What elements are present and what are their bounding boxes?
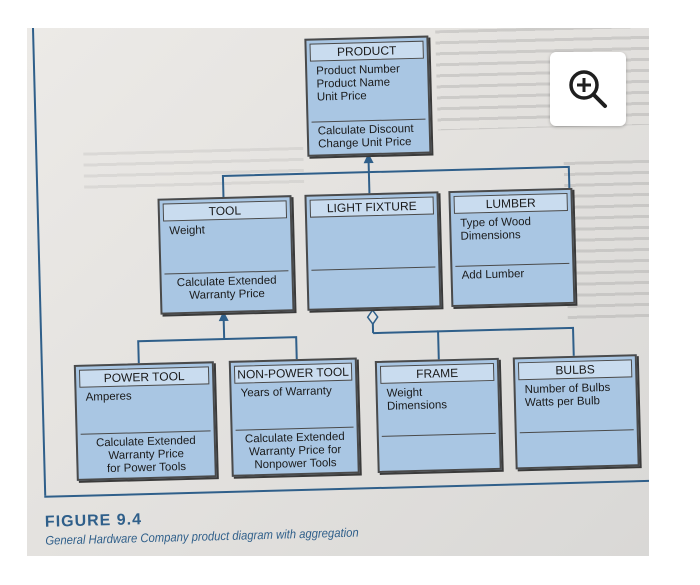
frame-attribute: Dimensions (386, 399, 448, 413)
bulbs-class-box: BULBS Number of Bulbs Watts per Bulb (512, 354, 640, 470)
tool-title: TOOL (162, 200, 288, 222)
power-tool-class-box: POWER TOOL Amperes Calculate Extended Wa… (73, 361, 217, 481)
connector-tool-children (137, 336, 298, 364)
non-power-tool-title: NON-POWER TOOL (233, 362, 353, 384)
lumber-attribute: Dimensions (460, 229, 521, 243)
power-tool-operation: for Power Tools (106, 461, 187, 476)
frame-class-box: FRAME Weight Dimensions (374, 357, 502, 474)
bulbs-attribute: Watts per Bulb (524, 395, 601, 410)
tool-attribute: Weight (169, 224, 206, 238)
zoom-in-icon (569, 70, 607, 108)
generalization-arrow-product (363, 153, 374, 164)
tool-class-box: TOOL Weight Calculate Extended Warranty … (157, 195, 295, 315)
non-power-tool-operations: Calculate Extended Warranty Price for No… (236, 428, 355, 476)
generalization-arrow-tool (218, 311, 229, 322)
figure-label: FIGURE 9.4 (44, 511, 143, 531)
lumber-class-box: LUMBER Type of Wood Dimensions Add Lumbe… (448, 187, 576, 308)
tool-operations: Calculate Extended Warranty Price (164, 271, 289, 306)
non-power-tool-attribute: Years of Warranty (240, 385, 332, 400)
power-tool-title: POWER TOOL (78, 366, 210, 388)
lumber-operation: Add Lumber (461, 268, 525, 282)
connector-product-stem (367, 157, 371, 196)
connector-fixture-stem (373, 330, 439, 335)
lumber-operations: Add Lumber (455, 264, 569, 286)
product-operation: Change Unit Price (317, 136, 412, 151)
diagram-scene: PRODUCT Product Number Product Name Unit… (27, 28, 649, 556)
bulbs-title: BULBS (517, 359, 633, 381)
zoom-in-button[interactable] (550, 52, 626, 126)
connector-fixture-parts (437, 326, 575, 360)
product-class-box: PRODUCT Product Number Product Name Unit… (304, 35, 432, 157)
power-tool-attributes: Amperes (79, 385, 211, 435)
lumber-title: LUMBER (453, 192, 568, 214)
light-fixture-class-box: LIGHT FIXTURE (304, 191, 442, 311)
power-tool-operations: Calculate Extended Warranty Price for Po… (81, 431, 212, 479)
connector-product-children (221, 165, 571, 199)
connector-lines (137, 153, 575, 364)
bulbs-attributes: Number of Bulbs Watts per Bulb (518, 378, 634, 434)
power-tool-attribute: Amperes (85, 390, 132, 404)
product-attribute: Unit Price (316, 90, 367, 104)
frame-attributes: Weight Dimensions (380, 381, 496, 437)
aggregation-diamond (366, 308, 379, 326)
book-page-photo: PRODUCT Product Number Product Name Unit… (27, 28, 649, 556)
lumber-attributes: Type of Wood Dimensions (454, 211, 570, 267)
product-attributes: Product Number Product Name Unit Price (309, 59, 426, 123)
tool-attributes: Weight (163, 219, 289, 275)
product-operations: Calculate Discount Change Unit Price (312, 120, 427, 155)
non-power-tool-operation: Nonpower Tools (254, 457, 337, 472)
non-power-tool-attributes: Years of Warranty (234, 381, 354, 431)
light-fixture-attributes (310, 215, 436, 271)
light-fixture-title: LIGHT FIXTURE (309, 196, 435, 218)
product-title: PRODUCT (309, 40, 424, 62)
frame-title: FRAME (379, 362, 495, 384)
non-power-tool-class-box: NON-POWER TOOL Years of Warranty Calcula… (228, 357, 360, 477)
